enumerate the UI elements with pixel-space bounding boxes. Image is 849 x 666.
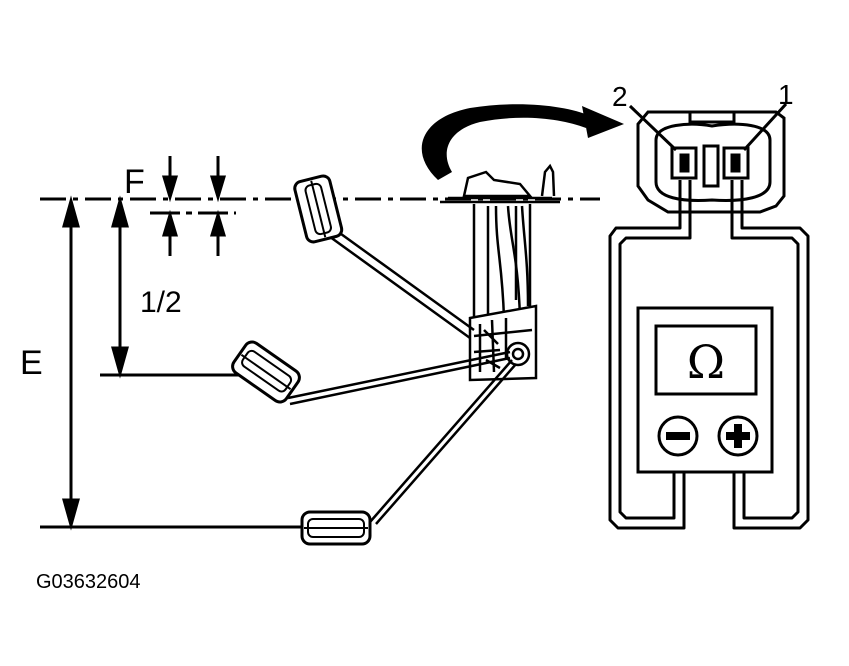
connector-key-tab (688, 110, 736, 124)
pointer-arrow (421, 104, 624, 180)
dimension-arrows (62, 156, 227, 531)
float-full (293, 174, 344, 244)
sender-unit (440, 163, 560, 382)
float-arms (287, 224, 517, 525)
connector (628, 102, 788, 214)
float-empty (300, 510, 372, 546)
float-arm-full (325, 224, 475, 340)
plus-sign-v (734, 424, 742, 448)
f-arrow-left-bottom-head (161, 209, 179, 237)
float-arm-half (287, 350, 511, 406)
sender-housing-detail-2 (473, 328, 533, 354)
connector-pin-1 (722, 146, 750, 180)
e-arrow-top (62, 195, 80, 228)
lead-pin-2-outer (608, 180, 686, 530)
pin-1-leader (742, 102, 788, 152)
pointer-arrow-body (421, 104, 590, 180)
label-f: F (124, 163, 145, 201)
e-arrow-bottom (62, 498, 80, 531)
lead-pin-1-outer (732, 180, 810, 530)
sender-flange (440, 196, 560, 204)
minus-sign (666, 432, 690, 440)
connector-center-rib (702, 144, 720, 188)
label-pin-1: 1 (778, 79, 794, 110)
f-arrow-left-top-head (161, 175, 179, 203)
float-arm-pivot (505, 341, 531, 367)
ohm-symbol-icon: Ω (687, 335, 725, 389)
sender-inner-pipe-5 (520, 205, 530, 307)
pointer-arrow-head (582, 106, 624, 138)
meter-leads (608, 180, 810, 530)
label-pin-2: 2 (612, 81, 628, 112)
connector-inner-shell (654, 122, 772, 202)
sender-top-connector (462, 170, 533, 198)
figure-id: G03632604 (36, 571, 141, 593)
float-half (231, 340, 301, 404)
sender-inner-pipe-3 (506, 205, 522, 319)
ohmmeter-display (654, 324, 758, 396)
f-arrow-right-top-head (209, 175, 227, 203)
f-arrow-right-bottom-head (209, 209, 227, 237)
connector-outer-shell (636, 110, 786, 214)
floats (231, 174, 372, 546)
lead-pin-1-inner (730, 180, 800, 520)
label-e: E (20, 344, 43, 382)
sender-inner-pipe-2 (494, 205, 506, 319)
float-arm-pivot-inner (511, 347, 525, 361)
label-half: 1/2 (140, 286, 182, 319)
connector-pin-2 (670, 146, 698, 180)
float-arm-empty (369, 359, 517, 525)
ohmmeter: Ω (636, 306, 774, 474)
half-arrow-top (111, 195, 129, 228)
half-arrow-bottom (111, 346, 129, 379)
lead-pin-2-inner (618, 180, 692, 520)
connector-pin-1-contact (730, 153, 741, 173)
pin-2-leader (628, 104, 678, 152)
connector-pin-2-contact (679, 153, 690, 173)
sender-top-post (540, 163, 556, 197)
